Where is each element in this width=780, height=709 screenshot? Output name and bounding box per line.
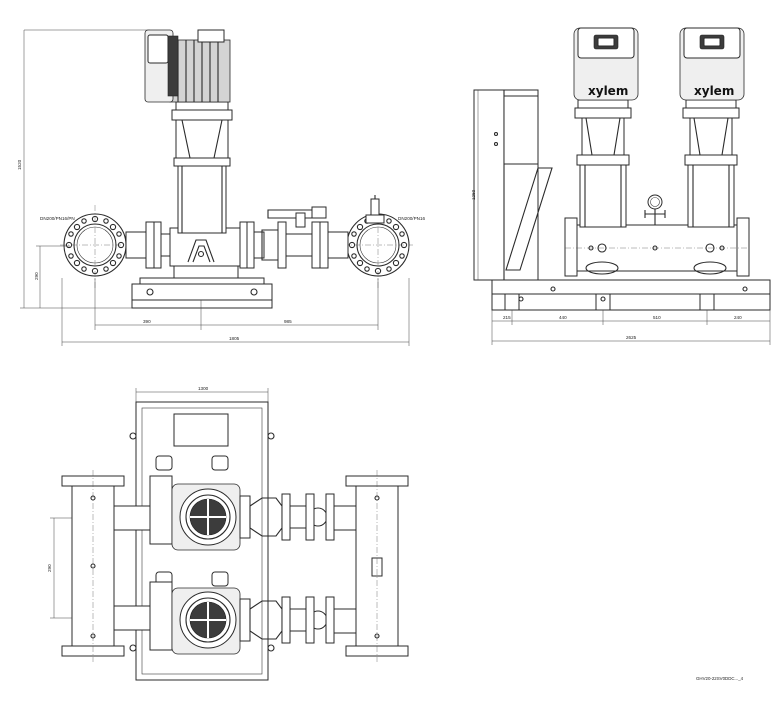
dim-side-seg4: 240 <box>734 315 742 320</box>
dim-side-height: 1250 <box>471 189 476 200</box>
dim-span-right: 985 <box>284 319 292 324</box>
dim-pump-spacing: 290 <box>47 564 52 572</box>
dim-span-left: 390 <box>143 319 151 324</box>
side-pump-2: xylem <box>679 27 745 275</box>
dim-side-total: 2625 <box>626 335 637 340</box>
dim-side-seg3: 510 <box>653 315 661 320</box>
side-view: 1250 xylem <box>471 27 771 345</box>
label-inlet: DN200/PN16/PN <box>40 216 75 221</box>
top-pump-2 <box>113 581 357 655</box>
dim-height-pipe: 290 <box>34 272 39 280</box>
right-flange-bolts <box>348 215 408 275</box>
front-view: 1520 290 DN200/PN16/PN <box>17 29 426 346</box>
brand-logo-2: xylem <box>694 84 734 98</box>
dim-top-width: 1300 <box>198 386 209 391</box>
top-view: 1300 290 <box>47 386 409 681</box>
top-pump-1 <box>113 475 357 551</box>
dim-width-total: 1805 <box>229 336 240 341</box>
drawing-reference: GHV20-22SV0DDC..._4 <box>696 676 744 681</box>
dim-side-seg2: 440 <box>559 315 567 320</box>
side-pump-1: xylem <box>573 27 639 275</box>
brand-logo-1: xylem <box>588 84 628 98</box>
label-outlet: DN200/PN16 <box>398 216 426 221</box>
dim-height-total: 1520 <box>17 159 22 170</box>
dim-side-seg1: 215 <box>503 315 511 320</box>
